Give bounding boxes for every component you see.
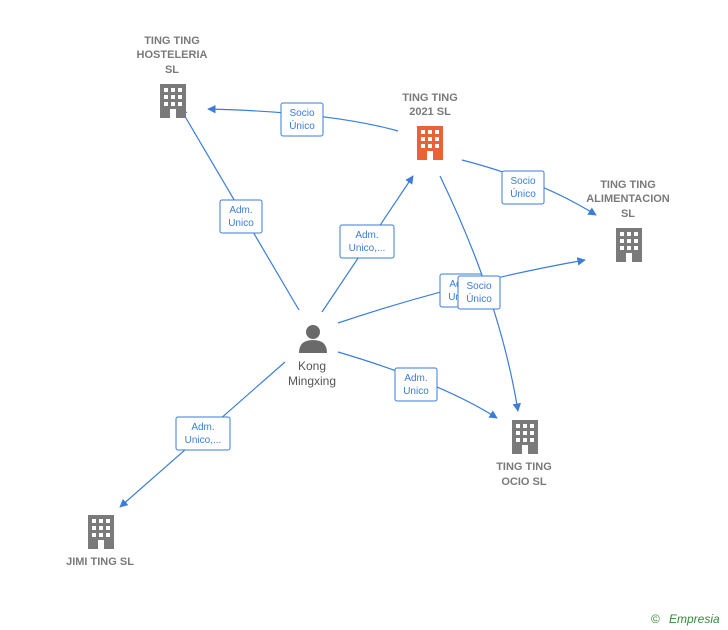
svg-text:ALIMENTACION: ALIMENTACION xyxy=(586,193,670,205)
svg-text:Empresia: Empresia xyxy=(669,612,720,626)
svg-text:TING TING: TING TING xyxy=(496,461,552,473)
brand-logo: © Empresia xyxy=(651,612,720,626)
svg-text:Único: Único xyxy=(289,119,315,132)
svg-text:Unico,...: Unico,... xyxy=(349,243,386,254)
svg-text:HOSTELERIA: HOSTELERIA xyxy=(137,49,208,61)
edge-label-kong-ocio[interactable]: Adm. Unico xyxy=(394,367,438,402)
svg-text:OCIO SL: OCIO SL xyxy=(501,476,547,488)
svg-text:Único: Único xyxy=(510,187,536,200)
svg-text:TING TING: TING TING xyxy=(600,179,656,191)
svg-text:Mingxing: Mingxing xyxy=(288,374,336,388)
building-icon xyxy=(512,420,538,454)
node-alimentacion[interactable]: TING TING ALIMENTACION SL xyxy=(586,179,670,262)
node-hosteleria[interactable]: TING TING HOSTELERIA SL xyxy=(137,35,208,118)
svg-text:Unico: Unico xyxy=(403,386,429,397)
svg-text:JIMI TING SL: JIMI TING SL xyxy=(66,556,134,568)
edge-label-kong-tt2021[interactable]: Adm. Unico,... xyxy=(339,224,395,259)
svg-text:Adm.: Adm. xyxy=(355,230,378,241)
svg-text:Unico: Unico xyxy=(228,218,254,229)
node-ocio[interactable]: TING TING OCIO SL xyxy=(496,420,552,488)
svg-text:SL: SL xyxy=(621,208,635,220)
building-icon xyxy=(88,515,114,549)
edge-label-tt2021-ocio[interactable]: Socio Único xyxy=(457,275,501,310)
svg-text:Socio: Socio xyxy=(289,108,314,119)
svg-text:TING TING: TING TING xyxy=(402,92,458,104)
edge-label-tt2021-hosteleria[interactable]: Socio Único xyxy=(280,102,324,137)
svg-text:Adm.: Adm. xyxy=(191,422,214,433)
edge-label-kong-hosteleria[interactable]: Adm. Unico xyxy=(219,199,263,234)
svg-text:SL: SL xyxy=(165,64,179,76)
svg-text:Único: Único xyxy=(466,292,492,305)
svg-text:Adm.: Adm. xyxy=(229,205,252,216)
svg-text:Socio: Socio xyxy=(466,281,491,292)
svg-text:2021 SL: 2021 SL xyxy=(409,106,451,118)
node-jimi[interactable]: JIMI TING SL xyxy=(66,515,134,568)
svg-text:Adm.: Adm. xyxy=(404,373,427,384)
svg-text:Socio: Socio xyxy=(510,176,535,187)
node-tt2021[interactable]: TING TING 2021 SL xyxy=(402,92,458,160)
person-icon xyxy=(299,325,327,353)
svg-text:TING TING: TING TING xyxy=(144,35,200,47)
node-kong[interactable]: Kong Mingxing xyxy=(288,325,336,388)
building-icon xyxy=(616,228,642,262)
edge-label-kong-jimi[interactable]: Adm. Unico,... xyxy=(175,416,231,451)
svg-text:©: © xyxy=(651,612,660,626)
svg-text:Kong: Kong xyxy=(298,359,326,373)
building-icon xyxy=(417,126,443,160)
edge-label-tt2021-alimentacion[interactable]: Socio Único xyxy=(501,170,545,205)
building-icon xyxy=(160,84,186,118)
svg-text:Unico,...: Unico,... xyxy=(185,435,222,446)
